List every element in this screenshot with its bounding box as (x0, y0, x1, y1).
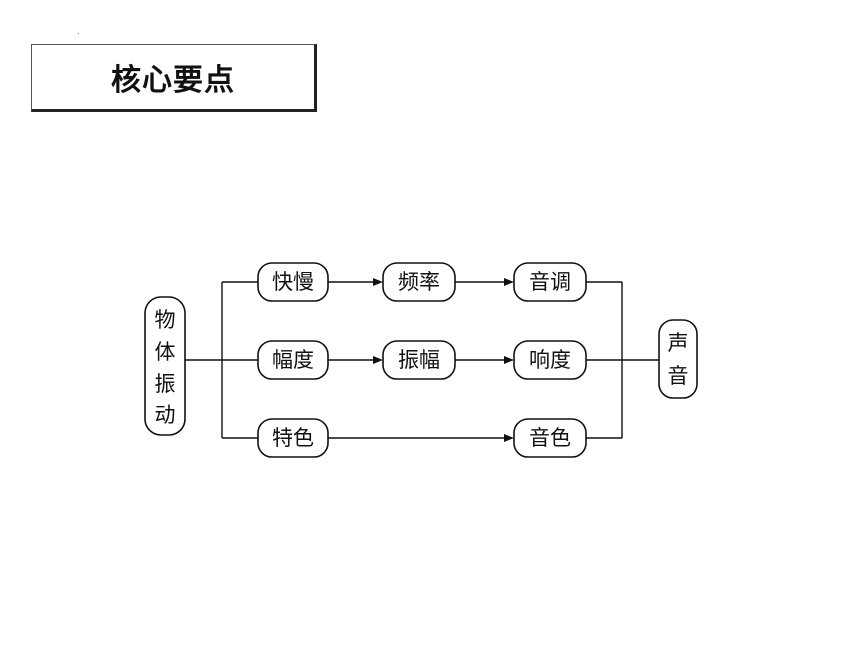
node-row1-c-label: 音调 (529, 270, 571, 294)
node-target-char-1: 声 (668, 331, 689, 355)
node-target (658, 319, 698, 399)
arrow-row3-ac (504, 434, 514, 442)
page-title: 核心要点 (111, 63, 235, 98)
node-row2-b-label: 振幅 (398, 348, 440, 372)
node-source-char-3: 振 (155, 372, 176, 396)
node-source-char-4: 动 (155, 403, 176, 427)
title-box: 核心要点 (31, 44, 317, 112)
arrow-row1-ab (373, 278, 383, 286)
node-row2-a-label: 幅度 (272, 348, 314, 372)
decorative-dot (78, 33, 79, 34)
node-source-char-2: 体 (155, 340, 176, 364)
arrow-row2-bc (504, 356, 514, 364)
node-row3-c-label: 音色 (529, 426, 571, 450)
node-row1-b-label: 频率 (398, 270, 440, 294)
node-row3-a-label: 特色 (272, 426, 314, 450)
node-row2-c-label: 响度 (529, 348, 571, 372)
node-target-char-2: 音 (668, 364, 689, 388)
node-source (144, 296, 186, 436)
node-row1-a-label: 快慢 (272, 270, 314, 294)
arrow-row1-bc (504, 278, 514, 286)
arrow-row2-ab (373, 356, 383, 364)
node-source-char-1: 物 (155, 308, 176, 332)
